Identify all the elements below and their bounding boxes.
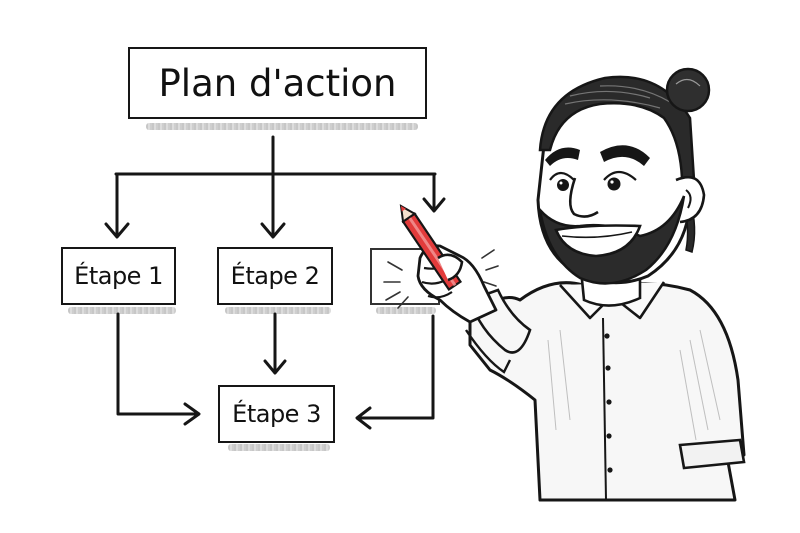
sparkle-marks: [383, 249, 499, 309]
hair: [538, 75, 696, 182]
step1-box: Étape 1: [61, 247, 176, 305]
arrowhead-step1: [104, 222, 130, 239]
sleeve-cuff: [678, 438, 746, 470]
eyebrow-right: [600, 145, 650, 166]
connector-step1-to-step3: [116, 312, 199, 416]
title-box: Plan d'action: [128, 47, 427, 119]
eyebrow-left: [545, 147, 580, 166]
arrowhead-step3-top: [263, 359, 287, 375]
man-figure: [416, 67, 746, 502]
arrowhead-step3-left: [183, 402, 201, 426]
step1-label: Étape 1: [74, 262, 163, 290]
step3-label: Étape 3: [232, 400, 321, 428]
eye-left: [557, 179, 569, 191]
arrowhead-step2: [260, 222, 286, 239]
title-box-shadow: [146, 123, 418, 130]
arrowhead-step4: [422, 197, 446, 213]
hair-bun: [665, 67, 711, 113]
shirt-buttons: [604, 333, 613, 473]
arrowhead-step3-right: [355, 406, 372, 430]
step1-shadow: [68, 307, 176, 314]
connector-step4-to-step3: [356, 314, 435, 420]
title-label: Plan d'action: [158, 61, 397, 105]
mouth: [554, 224, 642, 258]
thumb: [437, 253, 464, 282]
nose: [568, 177, 599, 218]
step3-box: Étape 3: [218, 385, 335, 443]
step4-shadow: [376, 307, 436, 314]
step2-shadow: [225, 307, 331, 314]
step2-box: Étape 2: [217, 247, 333, 305]
step3-shadow: [228, 444, 330, 451]
eye-right: [607, 177, 621, 191]
step2-label: Étape 2: [230, 262, 320, 290]
